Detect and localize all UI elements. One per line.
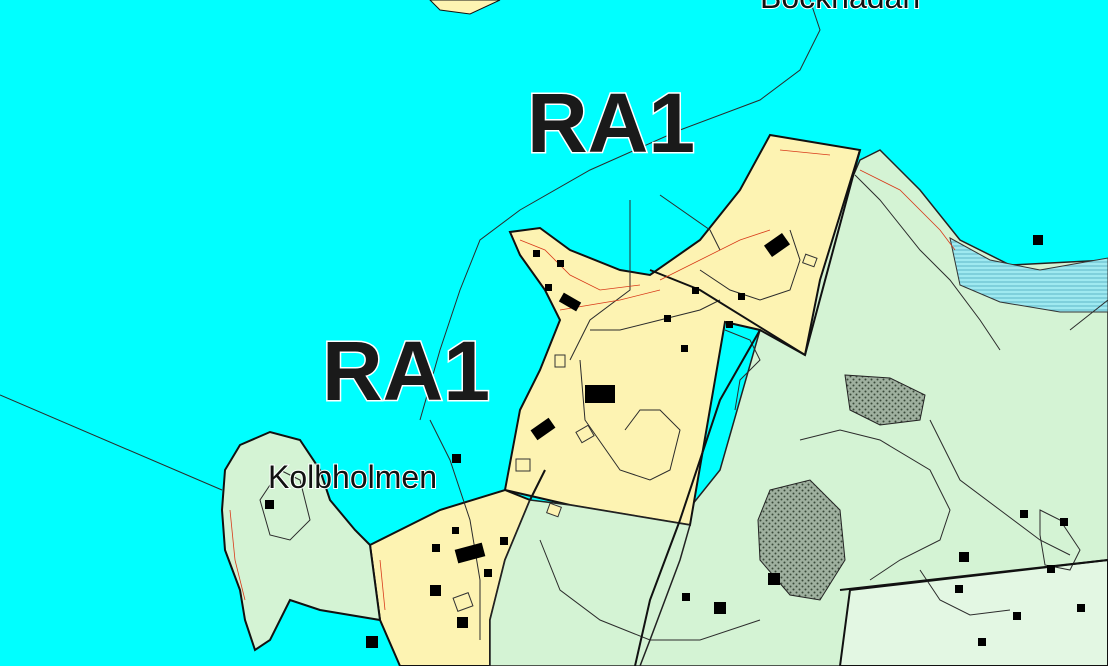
top-cut-label: Bockhadan <box>760 0 920 15</box>
building[interactable] <box>1060 518 1068 526</box>
building[interactable] <box>366 636 378 648</box>
zone-label-north: RA1 <box>527 76 695 170</box>
property-lines-red <box>229 149 956 611</box>
building[interactable] <box>1033 235 1043 245</box>
building[interactable] <box>682 593 690 601</box>
settlement-zone-peninsula <box>503 133 862 527</box>
building[interactable] <box>585 385 615 403</box>
building[interactable] <box>533 250 540 257</box>
building[interactable] <box>430 585 441 596</box>
building[interactable] <box>452 527 459 534</box>
rock-outcrop-2 <box>757 479 846 601</box>
building[interactable] <box>500 537 508 545</box>
contour-lines <box>0 0 1108 641</box>
building[interactable] <box>692 287 699 294</box>
building[interactable] <box>265 500 274 509</box>
building[interactable] <box>714 602 726 614</box>
building[interactable] <box>530 417 556 441</box>
building[interactable] <box>1013 612 1021 620</box>
building[interactable] <box>664 315 671 322</box>
place-name-label: Kolbholmen <box>268 459 437 495</box>
kolbholmen-island <box>220 430 382 652</box>
building[interactable] <box>557 260 564 267</box>
building[interactable] <box>768 573 780 585</box>
buildings[interactable] <box>265 232 1085 648</box>
building[interactable] <box>1077 604 1085 612</box>
green-land-south <box>489 499 691 666</box>
building[interactable] <box>959 552 969 562</box>
building[interactable] <box>545 284 552 291</box>
building[interactable] <box>484 569 492 577</box>
rock-outcrop-1 <box>844 374 926 426</box>
building[interactable] <box>452 454 461 463</box>
outline-buildings <box>452 253 818 612</box>
top-land-sliver <box>429 0 501 15</box>
building[interactable] <box>681 345 688 352</box>
zone-label-west: RA1 <box>322 324 490 418</box>
building[interactable] <box>955 585 963 593</box>
building[interactable] <box>558 292 582 312</box>
shore-strip <box>949 237 1108 313</box>
building[interactable] <box>454 542 486 564</box>
building[interactable] <box>726 321 733 328</box>
building[interactable] <box>457 617 468 628</box>
building[interactable] <box>1020 510 1028 518</box>
building[interactable] <box>978 638 986 646</box>
building[interactable] <box>738 293 745 300</box>
building[interactable] <box>763 232 791 258</box>
building[interactable] <box>1047 565 1055 573</box>
building[interactable] <box>432 544 440 552</box>
